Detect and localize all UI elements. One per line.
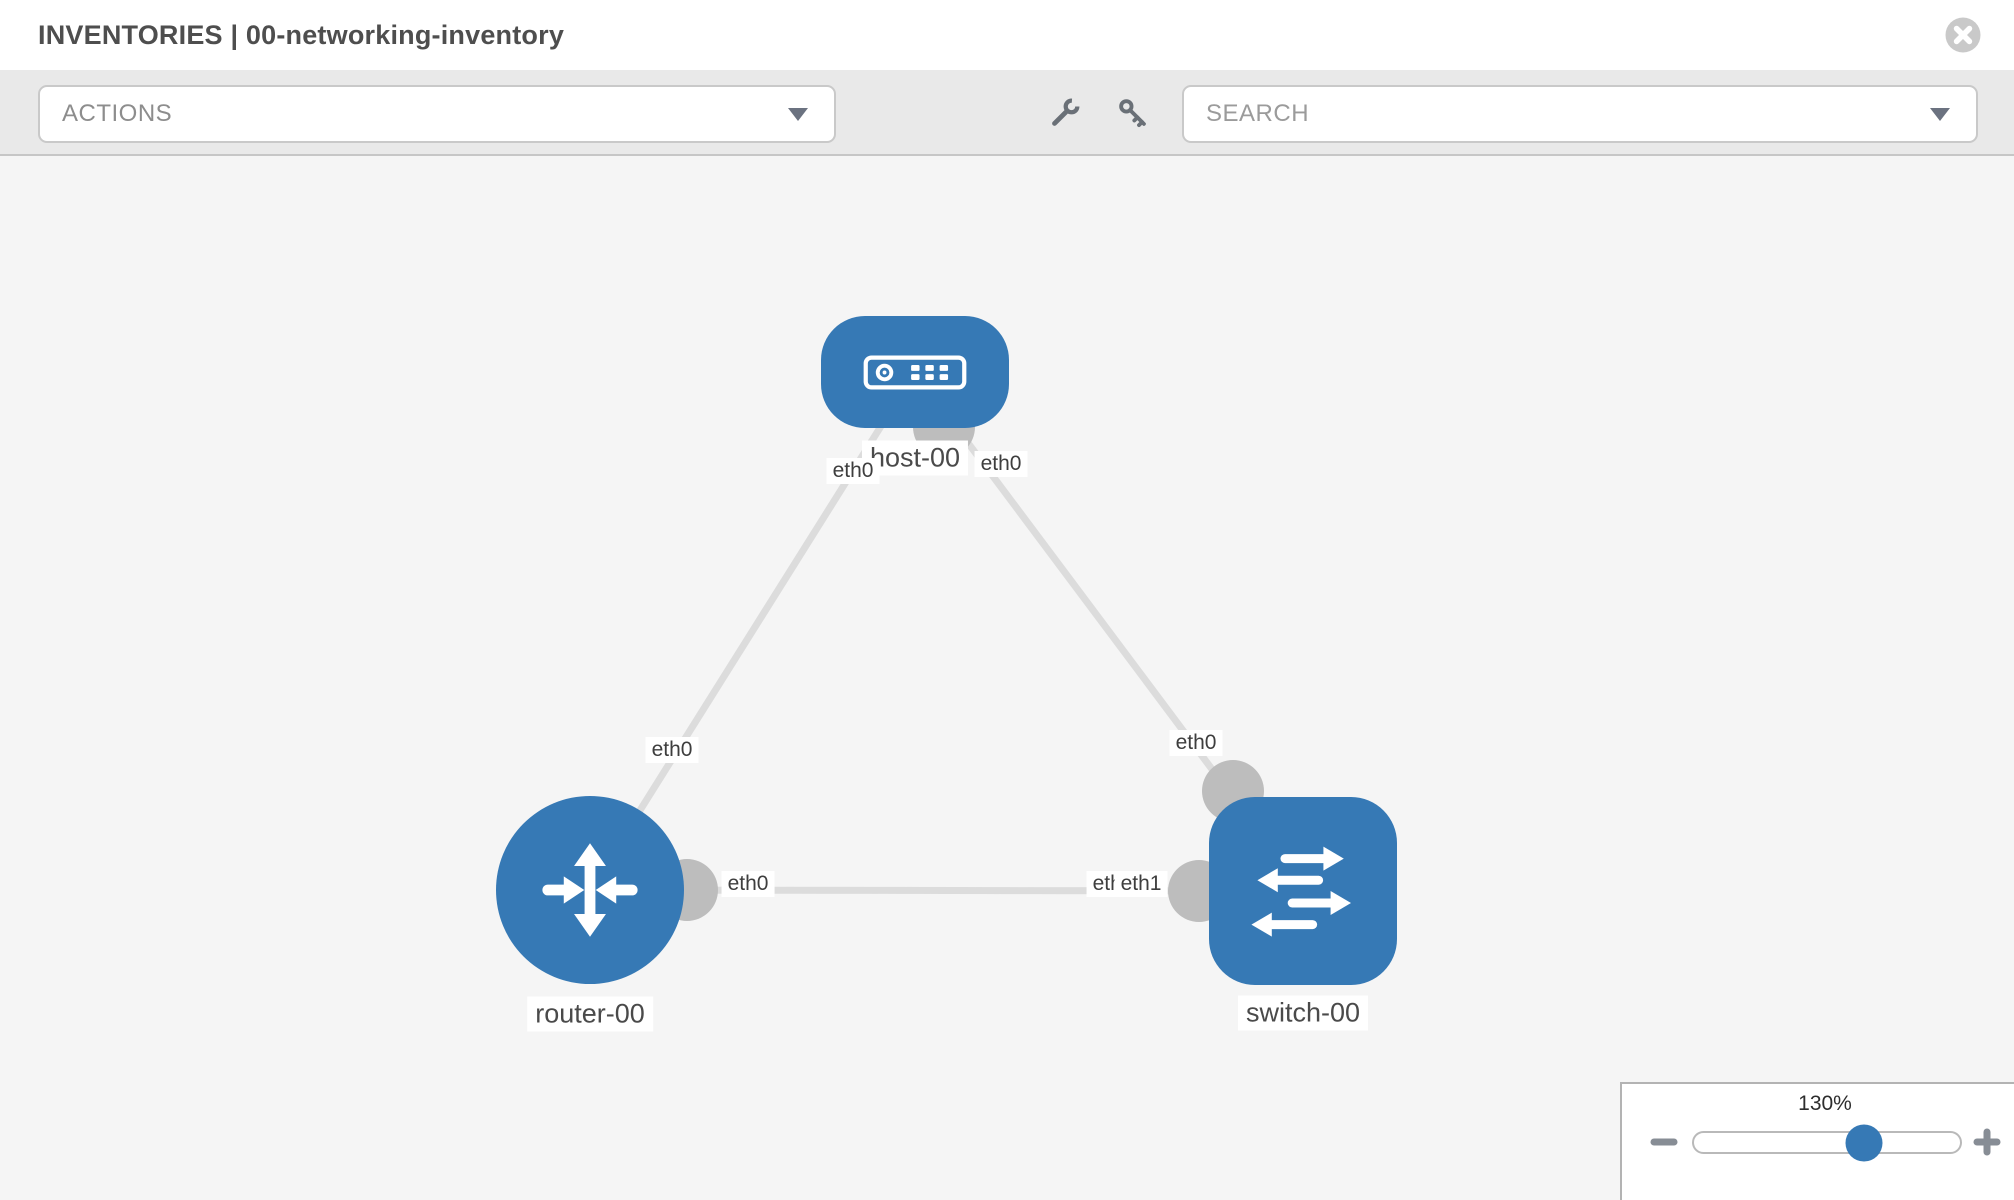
interface-label: eth0 — [722, 871, 775, 897]
host-icon — [863, 355, 967, 390]
key-icon — [1117, 97, 1149, 129]
zoom-out-button[interactable] — [1650, 1128, 1678, 1156]
wrench-icon — [1048, 96, 1082, 130]
actions-dropdown[interactable]: ACTIONS — [38, 85, 836, 143]
close-icon — [1944, 16, 1982, 54]
zoom-level: 130% — [1798, 1092, 1852, 1116]
topology-canvas[interactable]: 130% host-00 — [0, 156, 2014, 1200]
chevron-down-icon — [1930, 108, 1950, 121]
plus-icon — [1984, 1129, 1991, 1156]
interface-label: eth0 — [827, 458, 880, 484]
topology-scene: 130% host-00 — [0, 156, 2014, 1200]
node-router-00[interactable] — [496, 796, 684, 984]
zoom-in-button[interactable] — [1973, 1128, 2001, 1156]
zoom-slider-track[interactable] — [1692, 1131, 1962, 1154]
zoom-slider-thumb[interactable] — [1846, 1124, 1883, 1161]
chevron-down-icon — [788, 108, 808, 121]
node-label-switch-00: switch-00 — [1238, 996, 1368, 1031]
node-host-00[interactable] — [821, 316, 1009, 428]
actions-dropdown-label: ACTIONS — [62, 100, 172, 128]
credentials-button[interactable] — [1112, 92, 1154, 134]
toolbar: ACTIONS SEARCH — [0, 70, 2014, 156]
node-switch-00[interactable] — [1209, 797, 1397, 985]
interface-label: eth1 — [1115, 871, 1168, 897]
interface-label: eth0 — [975, 451, 1028, 477]
minus-icon — [1651, 1139, 1678, 1146]
configure-button[interactable] — [1044, 92, 1086, 134]
zoom-panel: 130% — [1620, 1082, 2014, 1200]
header: INVENTORIES | 00-networking-inventory — [0, 0, 2014, 71]
search-dropdown[interactable]: SEARCH — [1182, 85, 1978, 143]
interface-label: eth0 — [646, 737, 699, 763]
close-button[interactable] — [1944, 16, 1982, 54]
interface-label: eth0 — [1170, 730, 1223, 756]
search-placeholder: SEARCH — [1206, 100, 1309, 128]
router-icon — [533, 833, 647, 947]
topology-links-layer — [0, 156, 2014, 1200]
node-label-router-00: router-00 — [527, 997, 653, 1032]
switch-icon — [1243, 831, 1363, 951]
page-title: INVENTORIES | 00-networking-inventory — [38, 20, 564, 51]
